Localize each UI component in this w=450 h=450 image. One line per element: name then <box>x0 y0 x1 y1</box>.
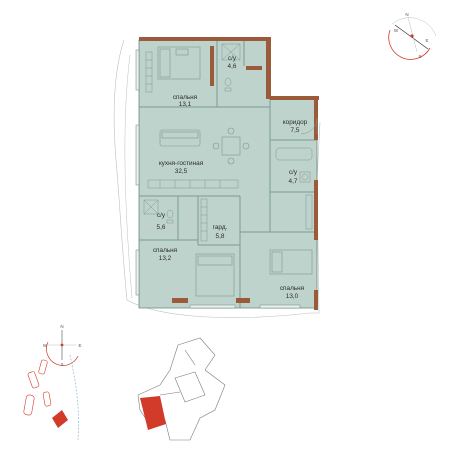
room-area-bath-top: 4,6 <box>228 63 237 70</box>
room-label-bedroom-right: спальня <box>280 285 305 292</box>
room-area-bedroom-left: 13,2 <box>159 255 172 262</box>
bed-icon <box>157 46 201 80</box>
wardrobe-right-icon <box>305 194 313 230</box>
shelving-icon <box>200 198 208 242</box>
room-label-kitchen-living: кухня-гостиная <box>159 160 204 167</box>
room-label-bath-left: с/у <box>157 212 166 219</box>
wardrobe-icon <box>145 51 153 93</box>
sink-icon <box>299 171 311 183</box>
toilet-left-icon <box>166 209 174 224</box>
exterior-walls <box>139 37 319 310</box>
balcony-line-left <box>124 54 133 299</box>
room-label-corridor: коридор <box>283 119 308 126</box>
site-compass-n: N <box>60 324 63 329</box>
room-area-corridor: 7,5 <box>291 127 300 134</box>
compass-e: E <box>425 38 428 43</box>
nearby-building-filled <box>52 410 68 428</box>
room-label-bedroom-top: спальня <box>173 94 198 101</box>
room-area-bath-right: 4,7 <box>289 178 298 185</box>
partitions <box>139 40 317 308</box>
room-label-wardrobe: гард. <box>213 224 228 231</box>
room-area-kitchen-living: 32,5 <box>175 168 188 175</box>
site-compass-e: E <box>78 343 81 348</box>
room-area-bedroom-top: 13,1 <box>179 101 192 108</box>
bathtub-icon <box>275 147 313 161</box>
site-map: N W E S <box>23 324 226 441</box>
bed-left-icon <box>195 253 235 297</box>
nearby-buildings <box>23 359 52 416</box>
sofa-icon <box>159 129 201 147</box>
compass-rose-icon: N W E S <box>388 12 437 60</box>
room-labels: спальня 13,1 с/у 4,6 коридор 7,5 кухня-г… <box>153 55 308 300</box>
compass-w: W <box>394 28 399 33</box>
shower-icon <box>221 43 241 61</box>
kitchen-counter-icon <box>147 179 239 189</box>
bed-right-icon <box>269 249 313 275</box>
door-swing-icon <box>300 117 318 135</box>
room-area-bath-left: 5,6 <box>157 224 166 231</box>
apartment-location-highlight <box>140 396 166 430</box>
dining-table-icon <box>212 127 250 165</box>
site-compass-icon: N W E S <box>43 324 82 367</box>
river-line <box>69 354 79 441</box>
site-compass-w: W <box>43 343 48 348</box>
compass-s: S <box>418 54 421 59</box>
windows <box>135 49 301 309</box>
site-outline <box>113 39 321 318</box>
compass-n: N <box>405 12 408 17</box>
room-area-wardrobe: 5,8 <box>216 233 225 240</box>
building-complex <box>137 337 226 441</box>
room-label-bedroom-left: спальня <box>153 247 178 254</box>
room-area-bedroom-right: 13,0 <box>286 293 299 300</box>
toilet-icon <box>224 77 232 92</box>
room-label-bath-right: с/у <box>289 169 298 176</box>
site-compass-s: S <box>60 362 63 367</box>
room-label-bath-top: с/у <box>228 55 237 62</box>
shower-left-icon <box>143 199 159 215</box>
